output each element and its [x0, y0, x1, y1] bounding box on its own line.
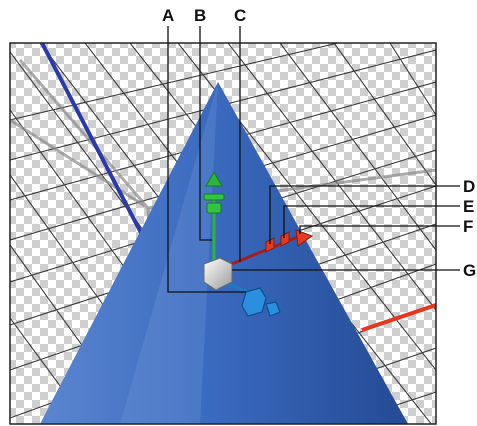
callout-c: C	[234, 6, 246, 25]
green-rotate-icon[interactable]	[204, 194, 224, 200]
callout-f: F	[463, 217, 473, 236]
viewport	[10, 20, 436, 426]
green-scale-icon[interactable]	[207, 203, 221, 213]
callout-d: D	[463, 177, 475, 196]
callout-e: E	[463, 197, 474, 216]
callout-a: A	[162, 6, 174, 25]
callout-b: B	[194, 6, 206, 25]
callout-g: G	[463, 261, 476, 280]
